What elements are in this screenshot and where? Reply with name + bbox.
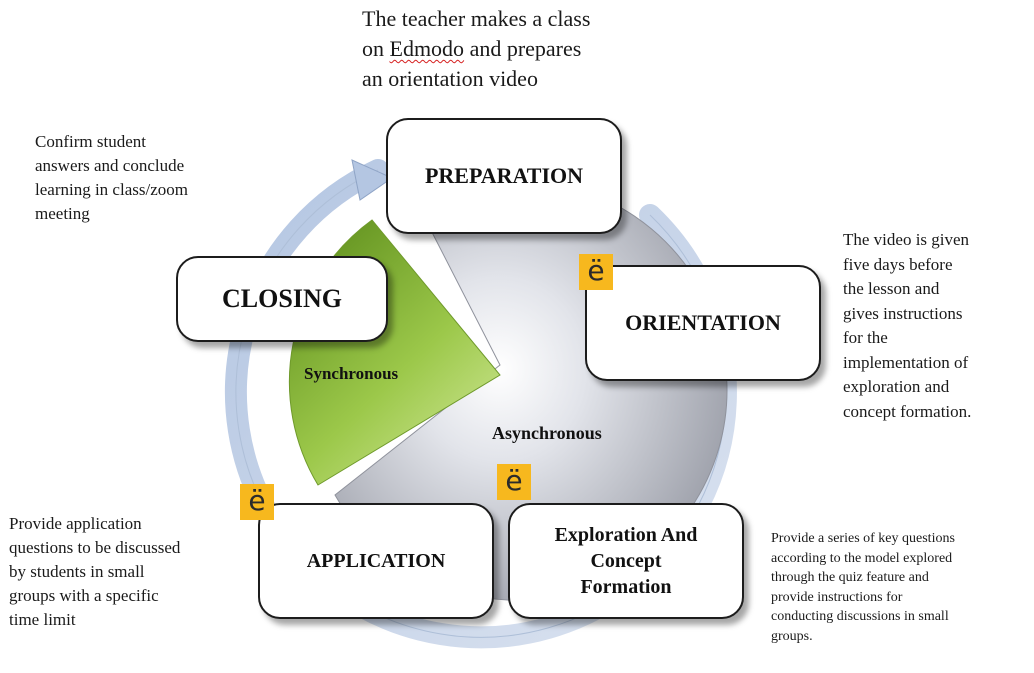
edmodo-icon-exploration: ë [497,464,531,500]
preparation-note: The teacher makes a class on Edmodo and … [362,4,590,94]
application-note: Provide application questions to be disc… [9,514,181,629]
orientation-note: The video is given five days before the … [843,230,972,421]
cycle-arrowhead [351,159,394,201]
stage-exploration: Exploration And Concept Formation [508,503,744,619]
stage-application-label: APPLICATION [306,549,446,572]
stage-preparation-label: PREPARATION [424,163,584,188]
edmodo-icon-application: ë [240,484,274,520]
stage-application: APPLICATION [258,503,494,619]
edmodo-icon-letter: ë [505,464,523,497]
asynchronous-label: Asynchronous [492,423,602,443]
edmodo-icon-orientation: ë [579,254,613,290]
preparation-note-edmodo: Edmodo [389,36,465,61]
stage-orientation: ORIENTATION [585,265,821,381]
stage-closing-label: CLOSING [222,284,342,313]
closing-note: Confirm student answers and conclude lea… [35,132,188,223]
preparation-note-text: The teacher makes a class on [362,6,591,61]
stage-preparation: PREPARATION [386,118,622,234]
stage-closing: CLOSING [176,256,388,342]
stage-exploration-label: Exploration And Concept Formation [554,524,698,598]
preparation-note-rest: and prepares an orientation video [362,36,582,91]
exploration-note: Provide a series of key questions accord… [771,531,955,644]
edmodo-icon-letter: ë [248,484,266,517]
stage-orientation-label: ORIENTATION [625,310,781,335]
edmodo-icon-letter: ë [587,254,605,287]
synchronous-label: Synchronous [304,364,399,383]
